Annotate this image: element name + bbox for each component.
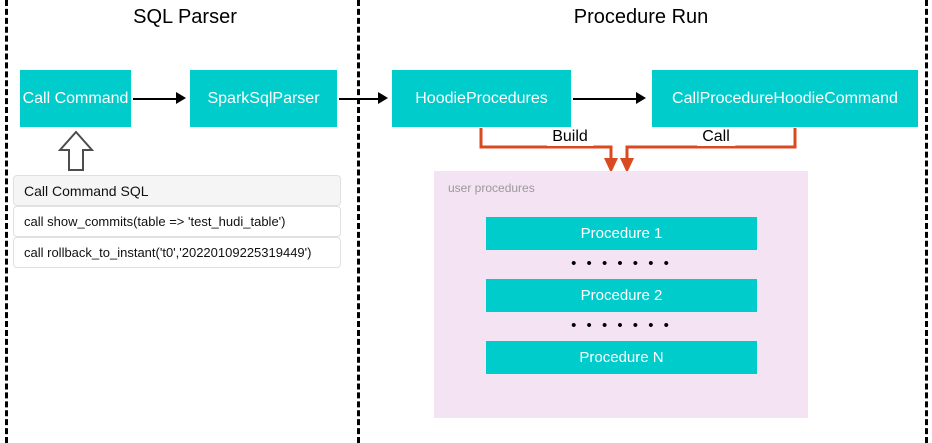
arrow-spark-parser-to-hoodie-procedures-head-icon bbox=[378, 92, 388, 104]
procedure-box-2[interactable]: Procedure 2 bbox=[486, 279, 757, 312]
section-title-procedure-run: Procedure Run bbox=[573, 6, 709, 28]
arrow-hoodie-procedures-to-call-command-head-icon bbox=[636, 92, 646, 104]
procedure-ellipsis: • • • • • • • bbox=[571, 317, 672, 334]
procedure-ellipsis: • • • • • • • bbox=[571, 255, 672, 272]
node-spark-sql-parser[interactable]: SparkSqlParser bbox=[190, 70, 337, 127]
edge-label-call: Call bbox=[697, 128, 735, 146]
sql-table-row[interactable]: call rollback_to_instant('t0','202201092… bbox=[13, 237, 341, 268]
arrow-hoodie-procedures-to-call-command-line bbox=[573, 98, 637, 100]
section-title-sql-parser: SQL Parser bbox=[133, 6, 237, 28]
arrow-call-command-to-spark-parser-line bbox=[133, 98, 177, 100]
procedure-box-1[interactable]: Procedure 1 bbox=[486, 217, 757, 250]
call-command-sql-table: Call Command SQL call show_commits(table… bbox=[13, 175, 341, 268]
arrow-call-command-to-spark-parser-head-icon bbox=[176, 92, 186, 104]
user-procedures-panel: user procedures Procedure 1 • • • • • • … bbox=[434, 171, 808, 418]
separator-dashed-right bbox=[925, 0, 928, 443]
sql-table-row[interactable]: call show_commits(table => 'test_hudi_ta… bbox=[13, 206, 341, 237]
node-call-procedure-hoodie-command[interactable]: CallProcedureHoodieCommand bbox=[652, 70, 918, 127]
separator-dashed-left bbox=[5, 0, 8, 443]
edge-label-build: Build bbox=[547, 128, 593, 146]
separator-dashed-middle bbox=[357, 0, 360, 443]
sql-table-header: Call Command SQL bbox=[13, 175, 341, 206]
user-procedures-panel-label: user procedures bbox=[448, 181, 535, 195]
hollow-up-arrow-icon bbox=[58, 130, 94, 171]
node-call-command[interactable]: Call Command bbox=[20, 70, 131, 127]
procedure-box-n[interactable]: Procedure N bbox=[486, 341, 757, 374]
node-hoodie-procedures[interactable]: HoodieProcedures bbox=[392, 70, 571, 127]
arrow-spark-parser-to-hoodie-procedures-line bbox=[339, 98, 379, 100]
